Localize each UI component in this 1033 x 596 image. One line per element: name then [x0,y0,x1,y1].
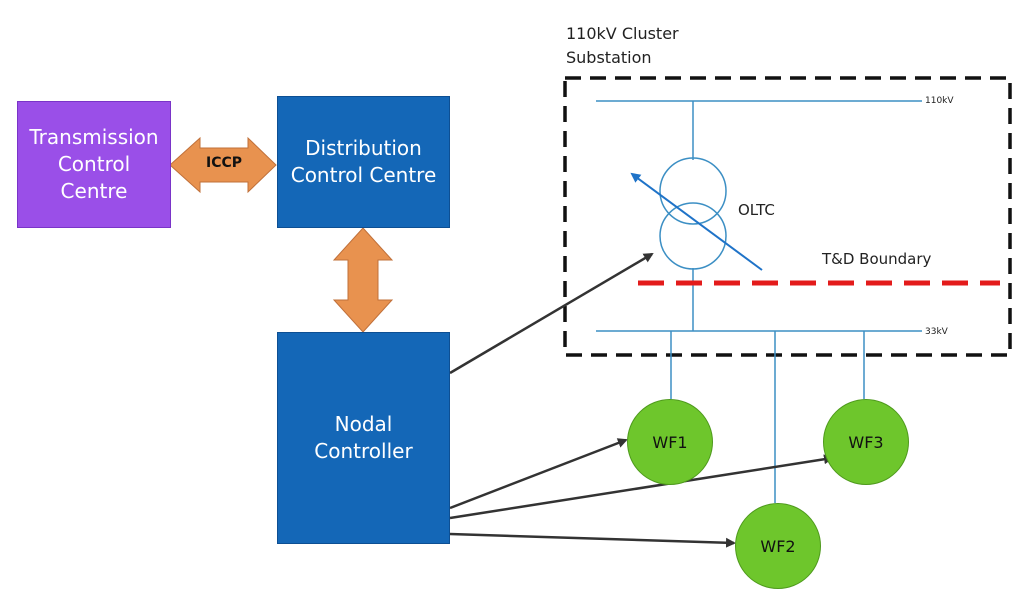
oltc-tap-arrow [630,172,763,271]
nodal-controller-label: Nodal Controller [314,412,413,463]
iccp-label: ICCP [205,155,243,171]
transmission-control-centre: Transmission Control Centre [17,101,171,228]
bus-33kv-label: 33kV [925,327,948,337]
control-arrow-wf3 [449,454,834,520]
wind-farm-wf2-label: WF2 [760,536,796,556]
oltc-label: OLTC [738,201,775,219]
transformer-winding-upper-icon [659,157,727,225]
td-boundary-label: T&D Boundary [822,250,932,268]
dcc-nodal-double-arrow [332,227,394,333]
bus-110kv-label: 110kV [925,96,954,106]
wind-farm-wf3: WF3 [823,399,909,485]
iccp-double-arrow [169,136,277,194]
control-arrow-oltc [449,252,654,375]
substation-boundary [563,76,1012,357]
wind-farm-wf2: WF2 [735,503,821,589]
control-arrow-wf2 [449,532,736,548]
wind-farm-wf3-label: WF3 [848,432,884,452]
distribution-control-centre: Distribution Control Centre [277,96,450,228]
wind-farm-wf1-label: WF1 [652,432,688,452]
nodal-controller: Nodal Controller [277,332,450,544]
transmission-control-centre-label: Transmission Control Centre [29,125,159,203]
transformer-winding-lower-icon [659,202,727,270]
distribution-control-centre-label: Distribution Control Centre [290,136,437,187]
wind-farm-wf1: WF1 [627,399,713,485]
control-arrow-wf1 [449,438,628,510]
substation-title: 110kV Cluster Substation [566,24,679,67]
